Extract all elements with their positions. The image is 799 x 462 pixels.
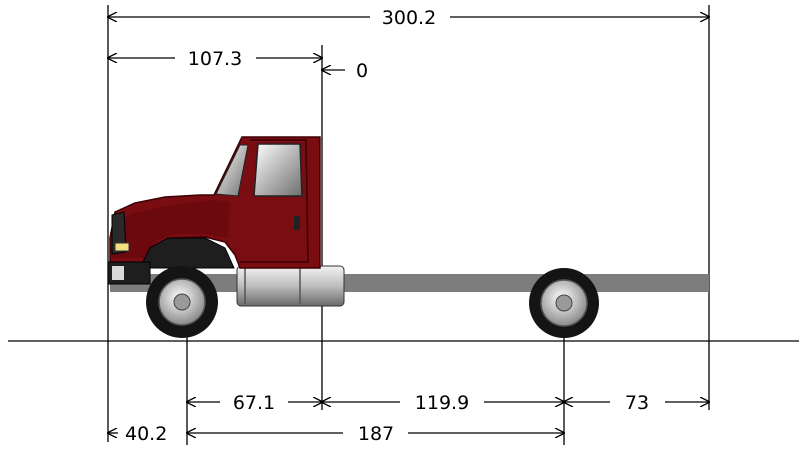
truck-illustration: [107, 136, 709, 338]
door-window: [253, 143, 303, 197]
cab-door: [240, 139, 309, 263]
door-handle: [294, 216, 300, 230]
fuel-tank: [236, 265, 345, 307]
wheelbase-label: 187: [358, 423, 394, 445]
cab-to-axle-label: 119.9: [415, 392, 469, 414]
front-wheel: [146, 266, 218, 338]
reference-lines: [8, 5, 799, 445]
axle-to-back-of-cab-label: 67.1: [233, 392, 275, 414]
rear-wheel: [529, 268, 599, 338]
windshield: [215, 144, 249, 197]
overall-length-label: 300.2: [382, 7, 436, 29]
front-fender: [139, 237, 235, 269]
front-overhang-label: 40.2: [125, 423, 167, 445]
dimension-lines: [108, 17, 709, 433]
headlight: [114, 242, 130, 252]
cab-reference-label: 0: [356, 60, 368, 82]
dimension-labels: 300.2 107.3 0 67.1 119.9 73 40.2 187: [125, 7, 649, 445]
bumper-to-back-of-cab-label: 107.3: [188, 48, 242, 70]
rear-overhang-label: 73: [625, 392, 649, 414]
